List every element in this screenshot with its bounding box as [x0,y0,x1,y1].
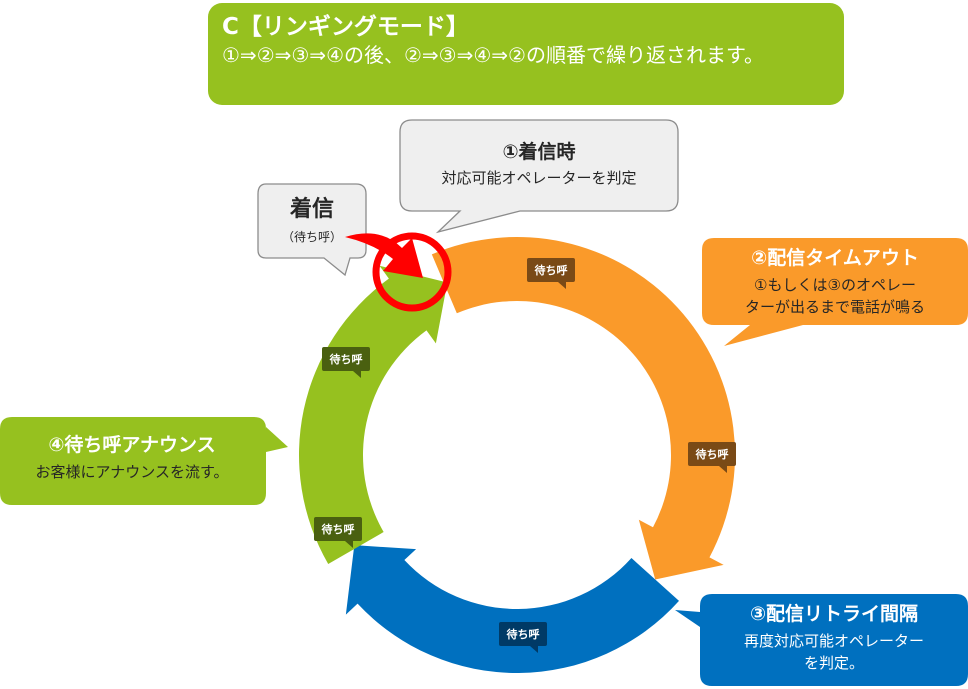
queue-tag-label: 待ち呼 [321,522,355,536]
queue-tag-label: 待ち呼 [329,352,363,366]
queue-tag-orange-top: 待ち呼 [527,258,575,289]
incoming-subtitle: （待ち呼） [282,230,342,244]
queue-tag-shape [322,347,370,378]
queue-tag-orange-right: 待ち呼 [688,442,736,473]
step2-callout-bubble [702,238,968,346]
step1-body: 対応可能オペレーターを判定 [441,169,636,187]
incoming-arrow-icon [345,233,423,278]
queue-tag-blue-bottom: 待ち呼 [499,622,547,653]
step1-title: ①着信時 [502,140,575,163]
ringing-mode-heading: C【リンギングモード】 [222,14,469,40]
ringing-mode-title-box: C【リンギングモード】 ①⇒②⇒③⇒④の後、②⇒③⇒④⇒②の順番で繰り返されます… [208,3,844,105]
queue-tag-shape [314,517,362,548]
queue-tag-shape [688,442,736,473]
timeout-arc-arrow [431,237,735,580]
incoming-title: 着信 [289,196,334,222]
queue-tag-shape [527,258,575,289]
queue-tag-green-lower: 待ち呼 [314,517,362,548]
queue-tag-shape [499,622,547,653]
step4-body: お客様にアナウンスを流す。 [36,463,229,481]
announce-arc-arrow [299,265,448,564]
step3-callout-bubble [675,594,968,686]
step2-title: ②配信タイムアウト [751,246,919,269]
step2-body-line1: ①もしくは③のオペレー [754,276,916,294]
queue-tag-label: 待ち呼 [506,627,540,641]
ringing-mode-description: ①⇒②⇒③⇒④の後、②⇒③⇒④⇒②の順番で繰り返されます。 [222,43,764,67]
incoming-marker-circle [372,232,452,312]
step3-body-line2: を判定。 [804,654,864,672]
queue-tag-label: 待ち呼 [695,447,729,461]
step4-title: ④待ち呼アナウンス [48,433,215,456]
step3-body-line1: 再度対応可能オペレーター [744,632,924,650]
step4-callout-bubble [0,417,288,505]
queue-tag-label: 待ち呼 [534,263,568,277]
step1-callout-bubble [399,119,679,234]
incoming-callout-bubble [257,183,367,277]
step2-body-line2: ターが出るまで電話が鳴る [745,298,925,316]
retry-arc-arrow [345,545,680,673]
step3-title: ③配信リトライ間隔 [750,602,918,625]
queue-tag-green-upper: 待ち呼 [322,347,370,378]
